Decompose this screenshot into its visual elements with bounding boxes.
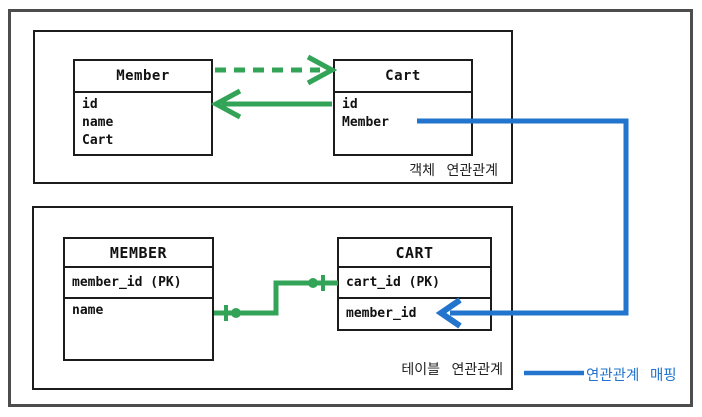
member-class-body: id name Cart: [75, 93, 211, 150]
cart-field-member: Member: [342, 115, 389, 130]
cart-class-body: id Member: [335, 93, 471, 132]
member-field-cart: Cart: [82, 133, 114, 148]
member-table-box: MEMBER member_id (PK) name: [63, 237, 214, 361]
cart-table-row-member-id: member_id: [346, 306, 417, 321]
cart-table-row-cart-id: cart_id (PK): [339, 268, 490, 299]
legend-label: 연관관계 매핑: [586, 368, 677, 384]
cart-table-box: CART cart_id (PK) member_id: [337, 237, 492, 331]
outer-border: [8, 9, 693, 407]
member-field-id: id: [82, 97, 98, 112]
member-table-title: MEMBER: [65, 239, 212, 268]
member-table-row-member-id: member_id (PK): [65, 268, 212, 299]
table-diagram-caption: 테이블 연관관계: [401, 362, 503, 378]
cart-class-box: Cart id Member: [333, 59, 473, 156]
member-class-box: Member id name Cart: [73, 59, 213, 156]
object-diagram-panel: [33, 30, 513, 184]
object-diagram-caption: 객체 연관관계: [409, 163, 498, 179]
cart-class-title: Cart: [335, 61, 471, 93]
cart-table-title: CART: [339, 239, 490, 268]
member-table-row-name: name: [72, 303, 104, 318]
member-field-name: name: [82, 115, 114, 130]
member-class-title: Member: [75, 61, 211, 93]
cart-field-id: id: [342, 97, 358, 112]
